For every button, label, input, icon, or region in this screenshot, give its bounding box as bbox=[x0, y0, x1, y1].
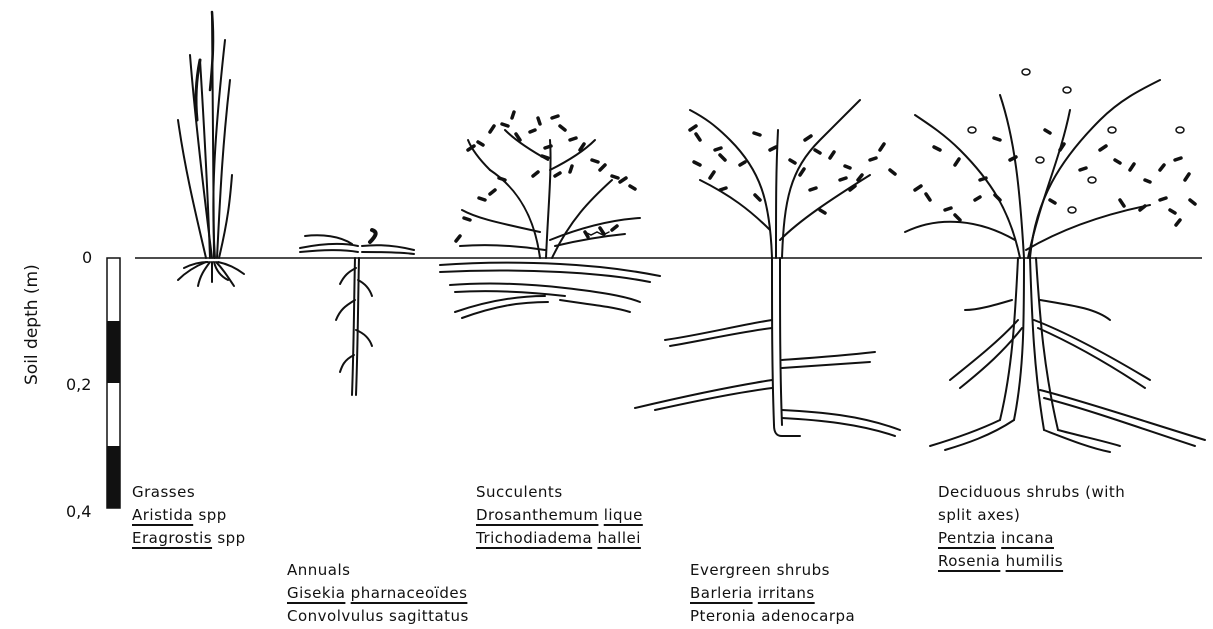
name-part: spp bbox=[212, 529, 246, 547]
tick-label-0-4: 0,4 bbox=[66, 502, 91, 521]
name-part: spp bbox=[193, 506, 227, 524]
group-label-succulents: SucculentsDrosanthemum liqueTrichodiadem… bbox=[476, 481, 643, 550]
underlined-name-part: Rosenia bbox=[938, 552, 1000, 570]
grass-illustration bbox=[178, 12, 244, 286]
underlined-name-part: lique bbox=[604, 506, 643, 524]
underlined-name-part: Gisekia bbox=[287, 584, 345, 602]
underlined-name-part: Trichodiadema bbox=[476, 529, 592, 547]
name-part: Pteronia adenocarpa bbox=[690, 607, 855, 625]
group-title: Grasses bbox=[132, 481, 246, 504]
species-name: Pteronia adenocarpa bbox=[690, 605, 855, 628]
species-name: Drosanthemum lique bbox=[476, 504, 643, 527]
underlined-name-part: pharnaceoïdes bbox=[351, 584, 468, 602]
species-name: Eragrostis spp bbox=[132, 527, 246, 550]
tick-label-0: 0 bbox=[82, 248, 92, 267]
deciduous-shrub-illustration bbox=[905, 69, 1205, 452]
underlined-name-part: Drosanthemum bbox=[476, 506, 598, 524]
group-label-deciduous-shrubs: Deciduous shrubs (with split axes) Pentzia… bbox=[938, 481, 1125, 573]
annual-illustration bbox=[300, 230, 414, 395]
name-part: split axes) bbox=[938, 506, 1020, 524]
species-name: Convolvulus sagittatus bbox=[287, 605, 469, 628]
group-title: Evergreen shrubs bbox=[690, 559, 855, 582]
species-name: Rosenia humilis bbox=[938, 550, 1125, 573]
underlined-name-part: irritans bbox=[758, 584, 815, 602]
group-title: Deciduous shrubs (with bbox=[938, 481, 1125, 504]
underlined-name-part: Aristida bbox=[132, 506, 193, 524]
group-label-evergreen-shrubs: Evergreen shrubsBarleria irritansPteroni… bbox=[690, 559, 855, 628]
evergreen-shrub-illustration bbox=[635, 100, 900, 436]
depth-scale-bar bbox=[107, 258, 120, 508]
group-title: Annuals bbox=[287, 559, 469, 582]
species-name: Gisekia pharnaceoïdes bbox=[287, 582, 469, 605]
succulent-illustration bbox=[440, 112, 660, 318]
species-name: Aristida spp bbox=[132, 504, 246, 527]
species-name: Trichodiadema hallei bbox=[476, 527, 643, 550]
underlined-name-part: Eragrostis bbox=[132, 529, 212, 547]
species-name: Pentzia incana bbox=[938, 527, 1125, 550]
name-part: Convolvulus sagittatus bbox=[287, 607, 469, 625]
underlined-name-part: humilis bbox=[1006, 552, 1063, 570]
species-name: Barleria irritans bbox=[690, 582, 855, 605]
species-name: split axes) bbox=[938, 504, 1125, 527]
underlined-name-part: incana bbox=[1001, 529, 1054, 547]
group-title: Succulents bbox=[476, 481, 643, 504]
underlined-name-part: Barleria bbox=[690, 584, 753, 602]
underlined-name-part: hallei bbox=[597, 529, 640, 547]
underlined-name-part: Pentzia bbox=[938, 529, 996, 547]
tick-label-0-2: 0,2 bbox=[66, 375, 91, 394]
group-label-annuals: AnnualsGisekia pharnaceoïdesConvolvulus … bbox=[287, 559, 469, 628]
y-axis-label: Soil depth (m) bbox=[22, 264, 42, 385]
group-label-grasses: GrassesAristida sppEragrostis spp bbox=[132, 481, 246, 550]
